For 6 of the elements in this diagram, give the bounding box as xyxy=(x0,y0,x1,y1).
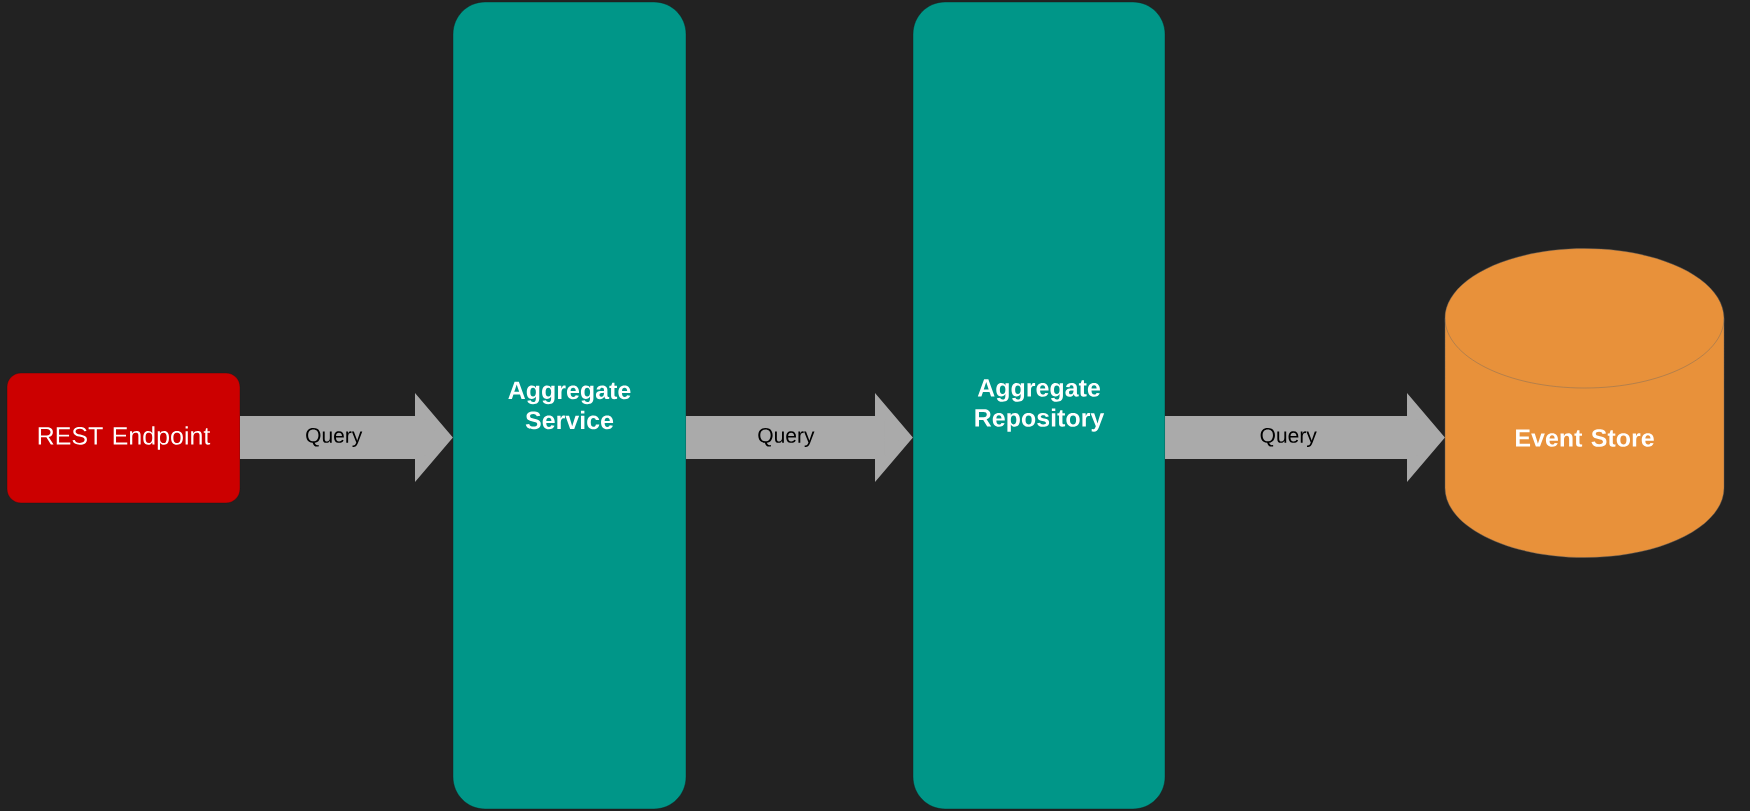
database-cylinder: Event Store xyxy=(1444,248,1725,558)
edge-label: Query xyxy=(756,427,816,448)
endpoint-box: REST Endpoint xyxy=(6,372,241,504)
component-box: Aggregate Repository xyxy=(912,1,1166,810)
edge-label: Query xyxy=(304,427,364,448)
component-box: Aggregate Service xyxy=(452,1,687,810)
